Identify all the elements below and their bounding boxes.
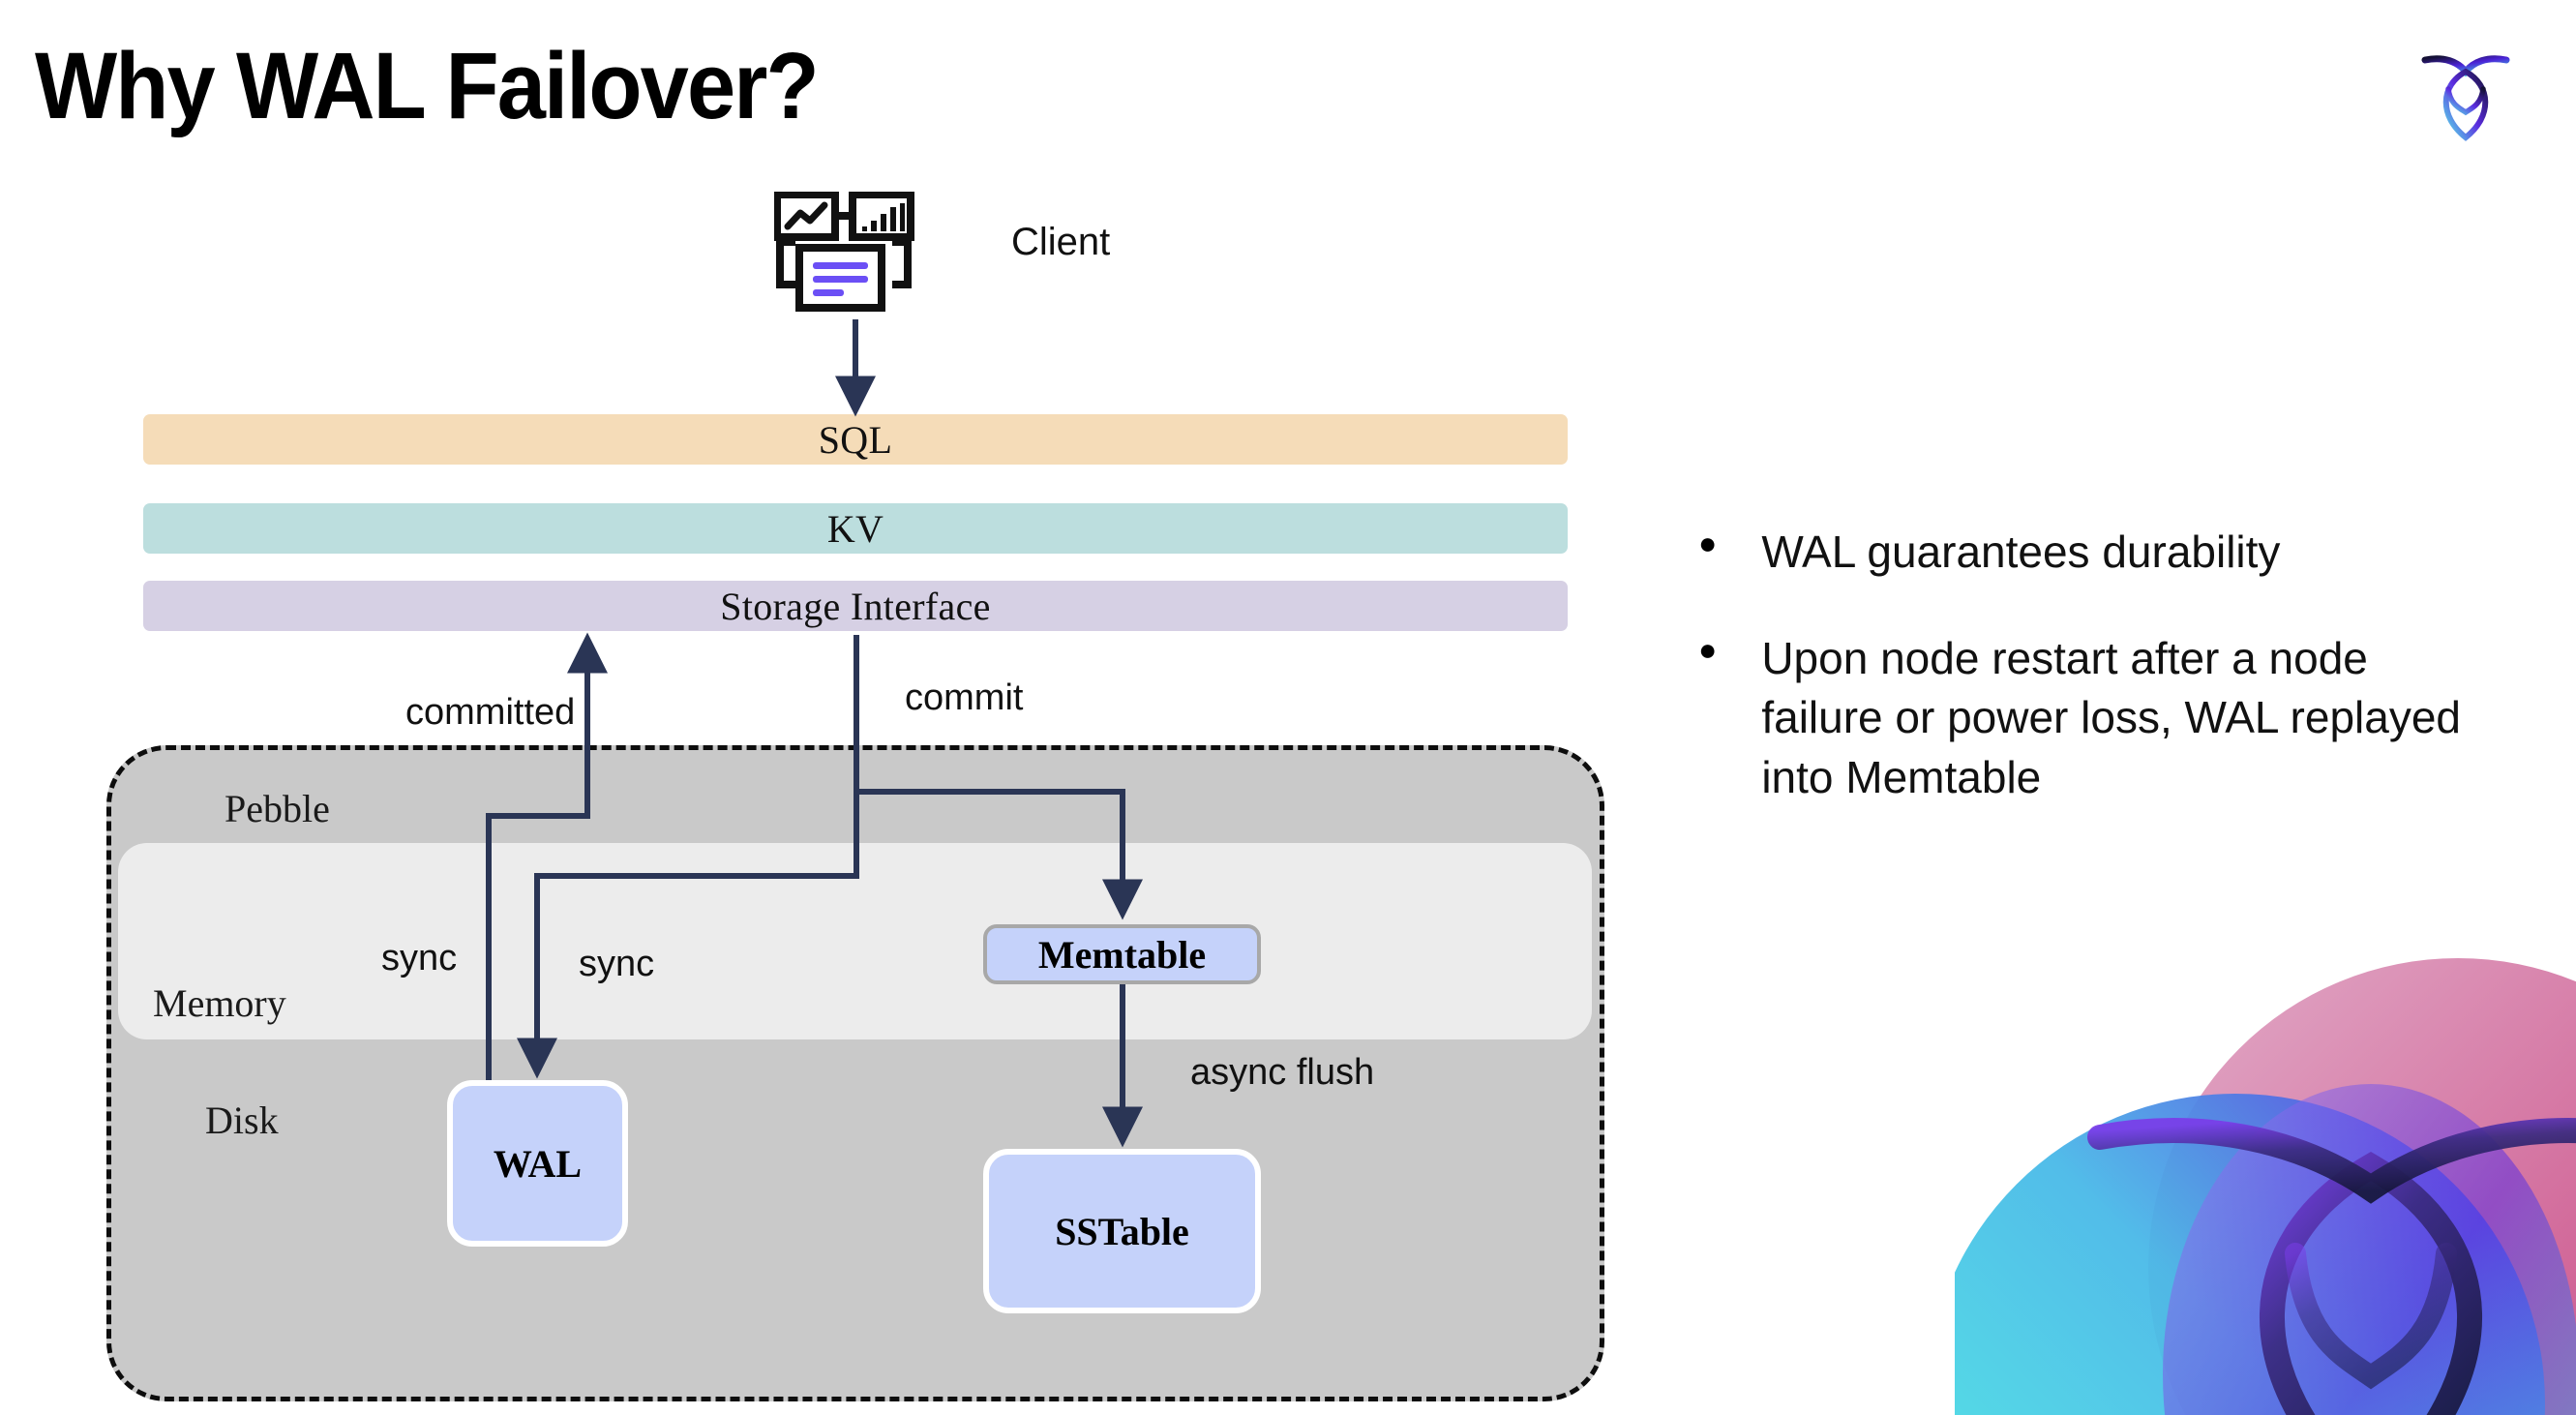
pebble-label: Pebble bbox=[225, 787, 330, 830]
edge-label-sync-right: sync bbox=[579, 944, 655, 984]
node-sstable[interactable]: SSTable bbox=[983, 1149, 1261, 1313]
edge-label-committed: committed bbox=[405, 692, 576, 733]
list-item: ● Upon node restart after a node failure… bbox=[1698, 629, 2472, 808]
bullet-marker: ● bbox=[1698, 631, 1718, 667]
layer-label-sql: SQL bbox=[818, 417, 893, 462]
edge-label-sync-left: sync bbox=[381, 938, 458, 978]
memory-region bbox=[118, 843, 1592, 1039]
bullet-text: Upon node restart after a node failure o… bbox=[1761, 632, 2462, 802]
edge-label-async-flush: async flush bbox=[1190, 1052, 1375, 1093]
memory-label: Memory bbox=[153, 981, 286, 1025]
list-item: ● WAL guarantees durability bbox=[1698, 523, 2472, 583]
layer-bar-kv: KV bbox=[143, 503, 1568, 554]
layer-bar-storage: Storage Interface bbox=[143, 581, 1568, 631]
page-title: Why WAL Failover? bbox=[35, 33, 820, 138]
bullet-list: ● WAL guarantees durability ● Upon node … bbox=[1698, 523, 2472, 808]
node-label-wal: WAL bbox=[493, 1141, 583, 1186]
client-label: Client bbox=[1011, 221, 1111, 263]
edge-label-commit: commit bbox=[905, 677, 1024, 718]
client-dashboard-icon bbox=[773, 191, 929, 317]
layer-label-kv: KV bbox=[826, 506, 884, 551]
disk-label: Disk bbox=[205, 1099, 279, 1142]
node-memtable[interactable]: Memtable bbox=[983, 924, 1261, 984]
node-label-memtable: Memtable bbox=[1037, 932, 1207, 977]
node-wal[interactable]: WAL bbox=[447, 1080, 628, 1247]
layer-bar-sql: SQL bbox=[143, 414, 1568, 465]
cockroachdb-decorative-logo-icon bbox=[1955, 919, 2576, 1415]
layer-label-storage: Storage Interface bbox=[720, 584, 991, 628]
cockroachdb-logo-icon bbox=[2411, 37, 2520, 145]
bullet-text: WAL guarantees durability bbox=[1761, 527, 2281, 577]
node-label-sstable: SSTable bbox=[1055, 1209, 1189, 1253]
bullet-marker: ● bbox=[1698, 526, 1718, 560]
